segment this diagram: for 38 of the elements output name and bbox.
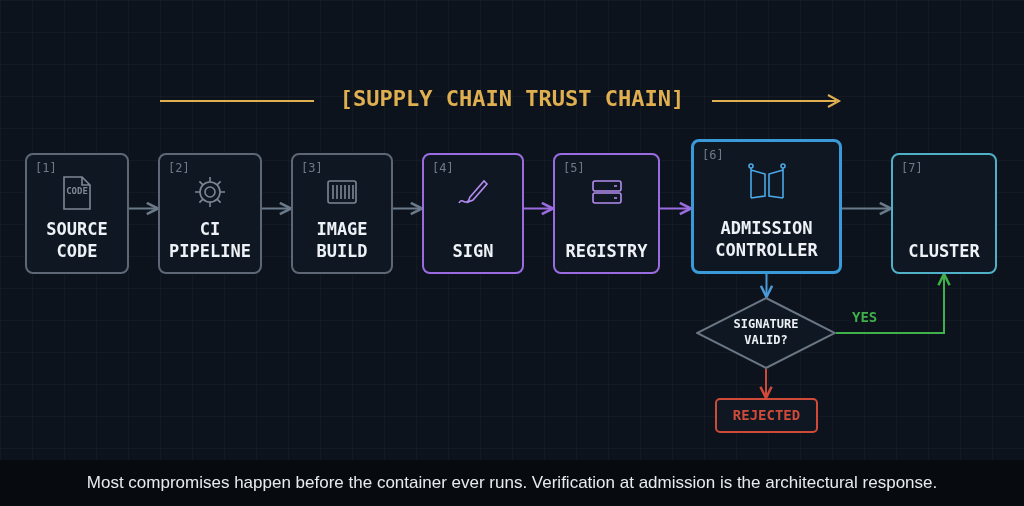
process-box xyxy=(422,153,524,274)
arrow xyxy=(392,201,424,216)
result-box xyxy=(715,398,818,433)
arrow xyxy=(261,201,293,216)
arrow xyxy=(835,272,951,334)
step-number: [5] xyxy=(563,161,585,175)
step-number: [2] xyxy=(168,161,190,175)
step-name: IMAGE BUILD xyxy=(315,217,369,262)
process-box xyxy=(891,153,997,274)
process-box xyxy=(691,139,842,274)
step-number: [4] xyxy=(432,161,454,175)
step-name: CLUSTER xyxy=(907,239,981,262)
step-name: SIGN xyxy=(451,239,495,262)
step-name: REGISTRY xyxy=(564,239,649,262)
arrow xyxy=(523,201,555,216)
arrow xyxy=(759,273,774,299)
diagram-title: [SUPPLY CHAIN TRUST CHAIN] xyxy=(338,86,686,111)
process-box xyxy=(158,153,262,274)
step-number: [7] xyxy=(901,161,923,175)
step-name: ADMISSION CONTROLLER xyxy=(714,216,819,261)
step-number: [3] xyxy=(301,161,323,175)
decision-diamond xyxy=(696,297,836,369)
edge-label: YES xyxy=(850,309,880,325)
result-text: REJECTED xyxy=(731,406,802,425)
arrow xyxy=(659,201,693,216)
step-name: SOURCE CODE xyxy=(45,217,109,262)
process-box xyxy=(553,153,660,274)
step-number: [1] xyxy=(35,161,57,175)
arrow xyxy=(759,368,773,400)
icon-text: CODE xyxy=(65,186,89,196)
process-box xyxy=(291,153,393,274)
arrow xyxy=(841,201,893,216)
decision-text: SIGNATURE VALID? xyxy=(732,317,800,349)
caption-text: Most compromises happen before the container ever runs. Verification at admission is the architectural response. xyxy=(86,473,938,493)
process-box xyxy=(25,153,129,274)
step-number: [6] xyxy=(702,148,724,162)
step-name: CI PIPELINE xyxy=(168,217,252,262)
arrow xyxy=(128,201,160,216)
